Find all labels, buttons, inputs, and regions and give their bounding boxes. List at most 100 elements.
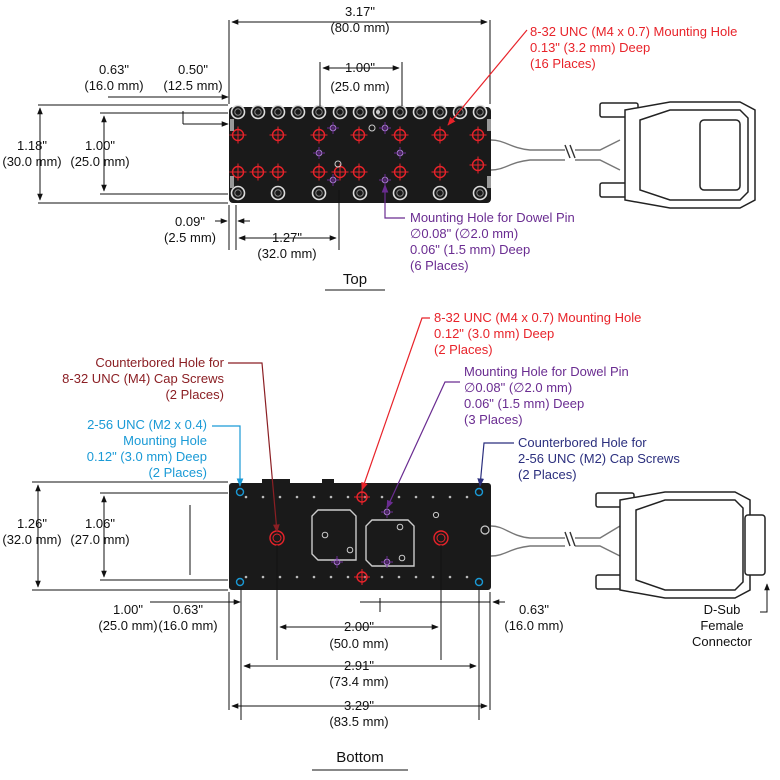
screw-socket (476, 108, 484, 116)
dim-b063r-in: 0.63" (519, 602, 549, 617)
edge-dot (295, 495, 299, 499)
edge-dot (380, 495, 384, 499)
screw-socket (294, 108, 302, 116)
m2-hole (474, 577, 484, 587)
edge-dot (431, 575, 435, 579)
bot-dowel-leader (386, 381, 460, 509)
bot-cbm4-leader (228, 362, 280, 533)
dim-100-mm: (25.0 mm) (330, 79, 389, 94)
pocket-hole (321, 531, 329, 539)
misc-hole (480, 525, 490, 535)
dim-317-in: 3.17" (345, 4, 375, 19)
top-dowel-line-2: ∅0.08" (∅2.0 mm) (410, 226, 518, 241)
edge-dot (261, 575, 265, 579)
dim-127-in: 1.27" (272, 230, 302, 245)
bot-cbm2-leader (477, 442, 514, 487)
edge-dot (346, 495, 350, 499)
edge-dot (346, 575, 350, 579)
dim-050-mm: (12.5 mm) (163, 78, 222, 93)
dim-291-in: 2.91" (344, 658, 374, 673)
top-stage-body (229, 107, 491, 203)
bottom-tab (262, 479, 290, 485)
edge-dot (448, 495, 452, 499)
top-mount-line-1: 8-32 UNC (M4 x 0.7) Mounting Hole (530, 24, 737, 39)
dim-h100-mm: (25.0 mm) (70, 154, 129, 169)
dim-126-mm: (32.0 mm) (2, 532, 61, 547)
screw-socket (274, 189, 282, 197)
edge-dot (261, 495, 265, 499)
dim-291-mm: (73.4 mm) (329, 674, 388, 689)
edge-dot (244, 575, 248, 579)
dim-b063l-mm: (16.0 mm) (158, 618, 217, 633)
edge-dot (295, 575, 299, 579)
alignment-hole (334, 160, 342, 168)
bot-cbm4-line-1: Counterbored Hole for (95, 355, 224, 370)
bot-mount-line-2: 0.12" (3.0 mm) Deep (434, 326, 554, 341)
top-view-title: Top (343, 271, 367, 288)
top-holes-group (229, 104, 491, 201)
dim-063-in: 0.63" (99, 62, 129, 77)
top-dsub-connector (599, 101, 756, 209)
m2-hole (474, 487, 484, 497)
dim-100-in: 1.00" (345, 60, 375, 75)
bot-mount-line-3: (2 Places) (434, 342, 493, 357)
bot-cbm2-line-2: 2-56 UNC (M2) Cap Screws (518, 451, 680, 466)
bottom-dim-labels: 1.26" (32.0 mm) 1.06" (27.0 mm) 1.00" (2… (2, 516, 563, 766)
dim-009-mm: (2.5 mm) (164, 230, 216, 245)
edge-dot (380, 575, 384, 579)
bot-256-line-1: 2-56 UNC (M2 x 0.4) (87, 417, 207, 432)
top-view: 3.17" (80.0 mm) 1.00" (25.0 mm) 0.63" (1… (2, 4, 756, 291)
screw-socket (456, 108, 464, 116)
edge-dot (312, 575, 316, 579)
small-dot (376, 110, 380, 114)
bot-cbm2-line-3: (2 Places) (518, 467, 577, 482)
screw-socket (396, 108, 404, 116)
bot-256-line-2: Mounting Hole (123, 433, 207, 448)
edge-dot (431, 495, 435, 499)
bot-dowel-line-4: (3 Places) (464, 412, 523, 427)
top-mount-leader (447, 29, 528, 126)
screw-socket (356, 108, 364, 116)
edge-dot (465, 495, 469, 499)
bottom-view-title: Bottom (336, 749, 384, 766)
top-mount-line-3: (16 Places) (530, 56, 596, 71)
bottom-cable (490, 525, 621, 557)
edge-dot (465, 575, 469, 579)
misc-hole (432, 511, 440, 519)
screw-socket (356, 189, 364, 197)
screw-socket (396, 189, 404, 197)
top-dowel-line-1: Mounting Hole for Dowel Pin (410, 210, 575, 225)
screw-socket (315, 108, 323, 116)
connector-leader (760, 583, 770, 613)
dim-009-in: 0.09" (175, 214, 205, 229)
bot-cbm2-line-1: Counterbored Hole for (518, 435, 647, 450)
edge-dot (414, 575, 418, 579)
screw-socket (315, 189, 323, 197)
bot-mount-leader (361, 317, 430, 491)
bot-cbm2-callout: Counterbored Hole for 2-56 UNC (M2) Cap … (518, 435, 680, 482)
bot-cbm4-callout: Counterbored Hole for 8-32 UNC (M4) Cap … (62, 355, 224, 402)
counterbore-m4-inner (436, 533, 446, 543)
bot-dowel-line-2: ∅0.08" (∅2.0 mm) (464, 380, 572, 395)
bot-mount-callout: 8-32 UNC (M4 x 0.7) Mounting Hole 0.12" … (434, 310, 641, 357)
dim-050-in: 0.50" (178, 62, 208, 77)
screw-socket (436, 189, 444, 197)
screw-socket (234, 189, 242, 197)
top-dimensions (37, 19, 491, 291)
top-mount-line-2: 0.13" (3.2 mm) Deep (530, 40, 650, 55)
screw-socket (254, 108, 262, 116)
dim-329-in: 3.29" (344, 698, 374, 713)
edge-dot (397, 495, 401, 499)
pocket-outline (365, 519, 415, 567)
counterbore-m4 (433, 530, 449, 546)
pocket-hole (346, 546, 354, 554)
dim-118-mm: (30.0 mm) (2, 154, 61, 169)
dim-b100-in: 1.00" (113, 602, 143, 617)
m2-hole (235, 487, 245, 497)
top-mount-callout: 8-32 UNC (M4 x 0.7) Mounting Hole 0.13" … (530, 24, 737, 71)
bottom-dimensions (32, 481, 505, 771)
edge-dot (414, 495, 418, 499)
bot-dowel-callout: Mounting Hole for Dowel Pin ∅0.08" (∅2.0… (464, 364, 629, 427)
dim-063-mm: (16.0 mm) (84, 78, 143, 93)
